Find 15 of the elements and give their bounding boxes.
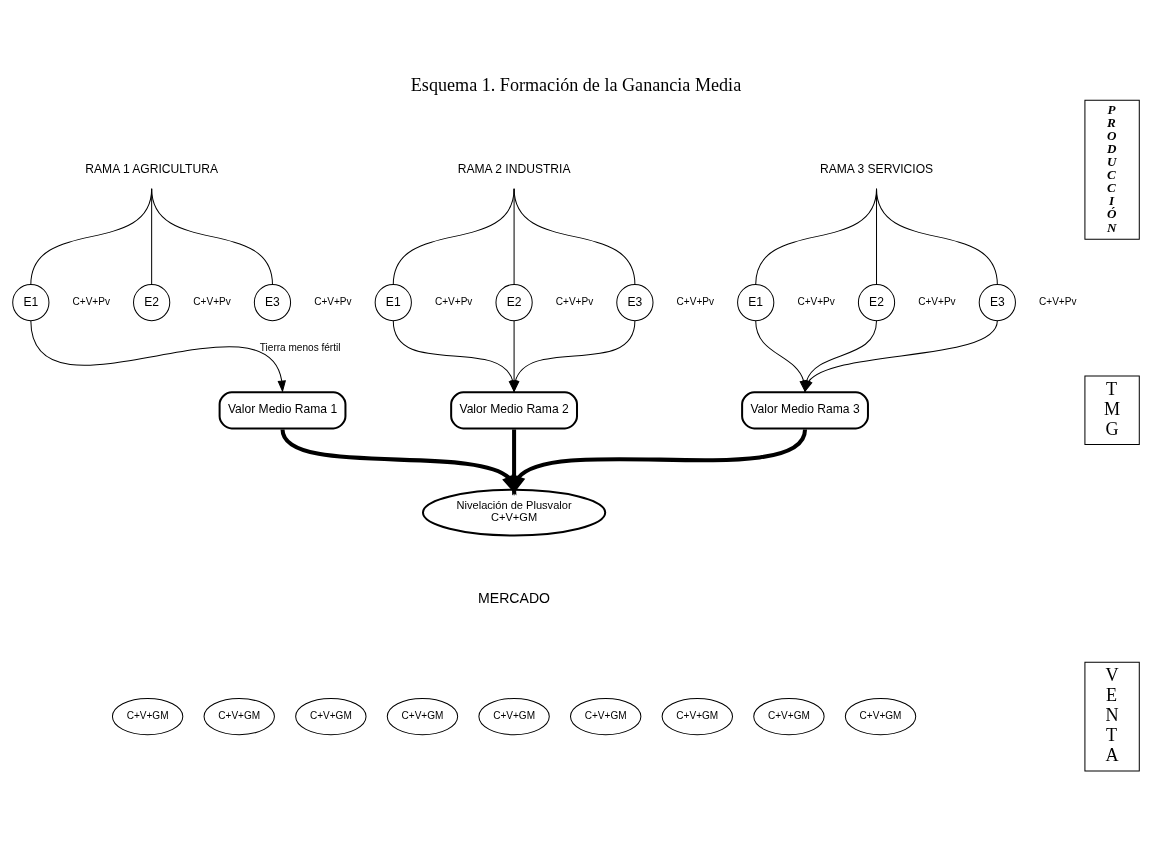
node-label: C+V+Pv [193, 295, 231, 307]
node-text: RAMA 3 SERVICIOS [819, 161, 934, 176]
node-label: C+V+Pv [434, 295, 473, 307]
node-label: C+V+Pv [918, 295, 956, 307]
node-label: C+V+Pv [676, 295, 715, 307]
label: MERCADO [478, 589, 551, 606]
edge-label: Tierra menos fértil [259, 341, 341, 353]
node-label: C+V+Pv [1039, 295, 1077, 307]
diagram-title: Esquema 1. Formación de la Ganancia Media [410, 74, 742, 95]
node-label: C+V+Pv [555, 295, 594, 307]
node-label: C+V+Pv [314, 295, 352, 307]
node-text: RAMA 1 AGRICULTURA [85, 161, 218, 176]
node-label: C+V+Pv [797, 295, 835, 307]
node-label: C+V+Pv [72, 295, 110, 307]
node-text: RAMA 2 INDUSTRIA [457, 161, 571, 176]
